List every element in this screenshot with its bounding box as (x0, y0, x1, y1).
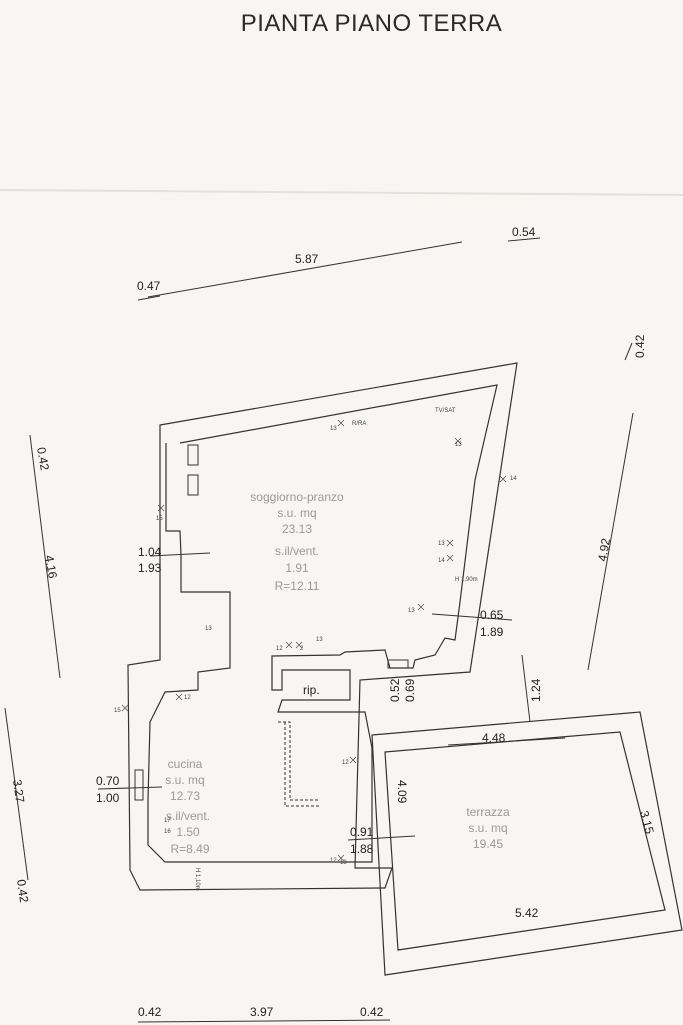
dim-327: 3.27 (10, 778, 27, 803)
svg-text:13: 13 (438, 541, 445, 547)
svg-text:R/RA: R/RA (352, 421, 366, 427)
dim-052: 0.52 (388, 678, 402, 702)
svg-text:14: 14 (510, 476, 517, 482)
svg-text:14: 14 (438, 558, 445, 564)
dim-193: 1.93 (138, 561, 162, 575)
plan-title: PIANTA PIANO TERRA (240, 10, 503, 37)
dim-054: 0.54 (512, 225, 536, 239)
svg-text:13: 13 (316, 637, 323, 643)
dim-069: 0.69 (403, 678, 417, 702)
dim-091: 0.91 (350, 825, 374, 839)
fixture-labels: 13 R/RA TV/SAT 13 14 15 13 14 H 1,90m 13… (114, 408, 517, 891)
dim-189: 1.89 (480, 625, 504, 639)
room-rip: rip. (303, 683, 320, 697)
svg-text:13: 13 (330, 426, 337, 432)
dim-542: 5.42 (515, 906, 539, 920)
dim-587: 5.87 (295, 252, 319, 266)
room-terrazza: terrazza s.u. mq 19.45 (466, 805, 510, 851)
svg-text:15: 15 (114, 708, 121, 714)
room-sil-val: 1.91 (285, 561, 309, 575)
svg-text:H 1,10m: H 1,10m (194, 868, 200, 891)
dim-124: 1.24 (529, 678, 543, 702)
room-name: cucina (168, 757, 203, 771)
room-sil-val: 1.50 (176, 825, 200, 839)
room-su: s.u. mq (468, 821, 507, 835)
svg-text:18: 18 (340, 860, 347, 866)
terrazza-walls (371, 711, 683, 976)
room-area: 19.45 (473, 837, 503, 851)
room-area: 12.73 (170, 789, 200, 803)
room-ratio: R=12.11 (275, 579, 320, 593)
room-su: s.u. mq (165, 773, 204, 787)
dim-409: 4.09 (395, 780, 409, 804)
window-mark (387, 659, 409, 669)
dim-bottom-042a: 0.42 (138, 1005, 162, 1019)
svg-text:12: 12 (330, 858, 337, 864)
dim-315: 3.15 (637, 809, 657, 835)
room-name: terrazza (466, 805, 510, 819)
room-area: 23.13 (282, 522, 312, 536)
room-sil: s.il/vent. (166, 809, 210, 823)
svg-text:2: 2 (300, 646, 304, 652)
main-walls (127, 362, 518, 891)
room-ratio: R=8.49 (170, 842, 209, 856)
dim-448: 4.48 (482, 731, 506, 745)
svg-text:13: 13 (205, 626, 212, 632)
dim-bottom-042b: 0.42 (360, 1005, 384, 1019)
svg-text:13: 13 (455, 442, 462, 448)
dim-070: 0.70 (96, 774, 120, 788)
dim-104: 1.04 (138, 545, 162, 559)
dim-right-042: 0.42 (633, 334, 647, 358)
dimension-labels: 5.87 0.47 0.54 0.42 4.92 0.42 4.16 3.27 … (10, 225, 657, 1019)
dim-047: 0.47 (137, 279, 161, 293)
svg-text:H 1,90m: H 1,90m (455, 577, 478, 583)
svg-text:12: 12 (184, 695, 191, 701)
svg-text:12: 12 (276, 646, 283, 652)
dim-100: 1.00 (96, 791, 120, 805)
svg-text:16: 16 (164, 829, 171, 835)
svg-text:15: 15 (156, 516, 163, 522)
room-name: soggiorno-pranzo (250, 490, 344, 504)
room-su: s.u. mq (277, 506, 316, 520)
dim-416: 4.16 (42, 554, 60, 580)
svg-text:17: 17 (164, 818, 171, 824)
paper-fold (0, 189, 683, 196)
dim-left-042b: 0.42 (14, 878, 31, 903)
fixture-marks (121, 419, 507, 862)
dim-492: 4.92 (595, 537, 613, 563)
window-mark-cucina (134, 769, 144, 801)
dimension-lines (4, 237, 634, 1023)
dim-188: 1.88 (350, 842, 374, 856)
room-soggiorno: soggiorno-pranzo s.u. mq 23.13 s.il/vent… (250, 490, 344, 593)
dim-left-042: 0.42 (34, 446, 52, 472)
dim-bottom-397: 3.97 (250, 1005, 274, 1019)
svg-text:TV/SAT: TV/SAT (435, 408, 456, 414)
svg-text:12: 12 (342, 760, 349, 766)
room-cucina: cucina s.u. mq 12.73 s.il/vent. 1.50 R=8… (165, 757, 210, 856)
svg-text:13: 13 (408, 608, 415, 614)
dim-065: 0.65 (480, 608, 504, 622)
room-sil: s.il/vent. (275, 544, 319, 558)
